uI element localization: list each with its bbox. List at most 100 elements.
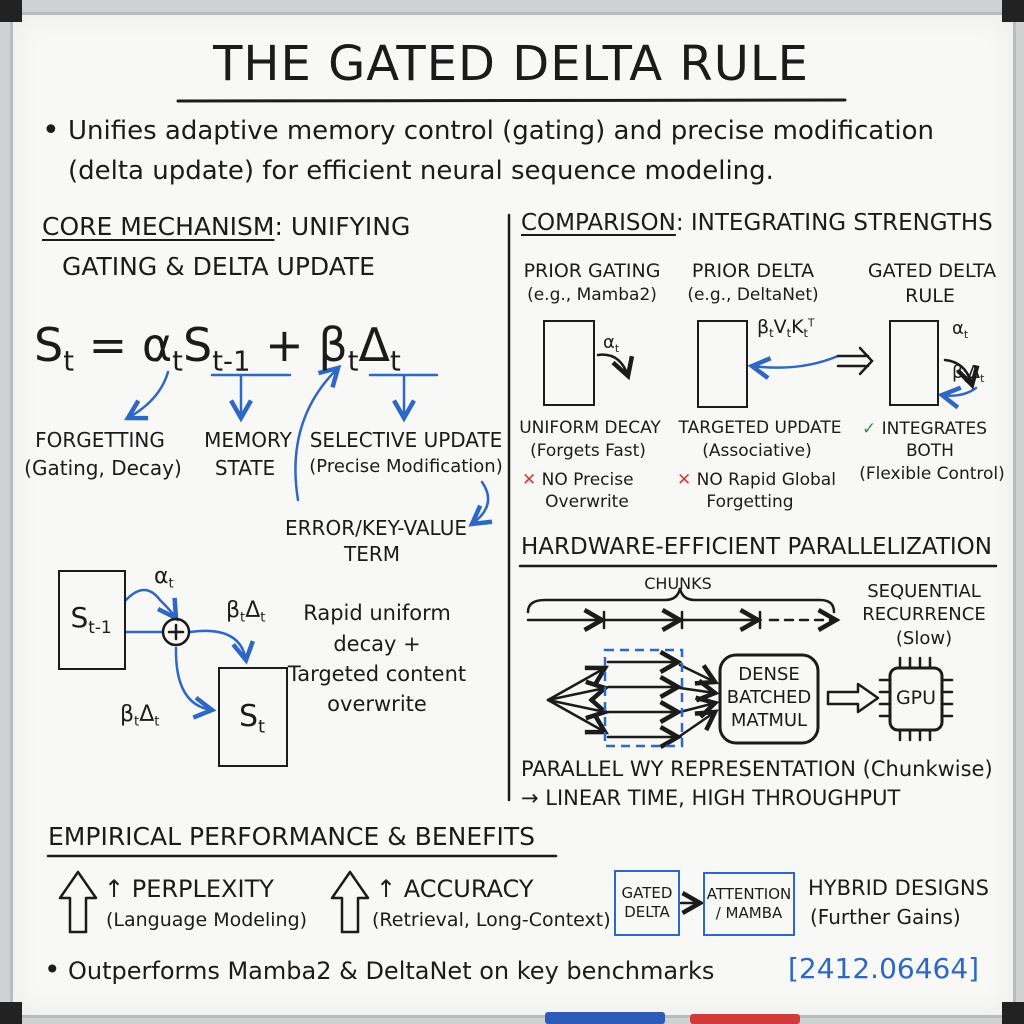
red-marker[interactable]: [690, 1014, 800, 1024]
sequential-label: (Slow): [895, 628, 953, 649]
col-delta-property-sub: (Associative): [702, 441, 812, 461]
col-delta-note: ✕ NO Rapid Global: [677, 472, 836, 489]
core-heading-line-2: GATING & DELTA UPDATE: [62, 252, 375, 281]
title-underline: [176, 98, 847, 103]
hybrid-label: HYBRID DESIGNS: [808, 876, 989, 900]
gpu-chip: [888, 666, 944, 732]
eq-delta: Δt: [358, 318, 401, 378]
gated-delta-equation: St = αtSt-1 + βtΔt: [34, 322, 401, 375]
label-selective-sub: (Precise Modification): [309, 456, 503, 477]
caption-line: decay +: [333, 632, 421, 656]
diagram-alpha: αt: [154, 564, 174, 592]
comparison-heading-main: COMPARISON: [521, 210, 676, 236]
footer-bullet: •: [44, 953, 61, 986]
col-gating-subtitle: (e.g., Mamba2): [527, 285, 657, 305]
caption-line: Targeted content: [287, 662, 467, 686]
perplexity-sub: (Language Modeling): [106, 909, 308, 931]
label-forgetting: FORGETTING: [35, 428, 165, 452]
board-corner: [1002, 0, 1024, 22]
linear-time: → LINEAR TIME, HIGH THROUGHPUT: [521, 786, 901, 810]
eq-plus: +: [265, 318, 304, 372]
intro-line-1: Unifies adaptive memory control (gating)…: [68, 116, 935, 146]
label-error-term: ERROR/KEY-VALUE: [285, 516, 467, 540]
col-delta-note-2: Forgetting: [706, 492, 794, 512]
note-text: NO Precise: [541, 470, 634, 490]
implies-symbol: ⟹: [0, 0, 1, 1]
sequential-label: SEQUENTIAL: [867, 581, 981, 602]
col-gated-note: (Flexible Control): [859, 464, 1005, 484]
hollow-arrow: [826, 682, 880, 714]
core-heading-main: CORE MECHANISM: [42, 212, 275, 241]
eq-state-prev: St-1: [182, 318, 251, 378]
comparison-heading: COMPARISON: INTEGRATING STRENGTHS: [521, 212, 993, 235]
eq-equals: =: [88, 318, 128, 372]
check-icon: ✓: [862, 419, 877, 439]
matmul-label: MATMUL: [730, 710, 808, 731]
gpu-label: GPU: [895, 687, 937, 709]
col-gated-property-sub: BOTH: [906, 441, 954, 461]
attention-mamba-box: ATTENTION/ MAMBA: [703, 872, 795, 936]
col-gating-note: ✕ NO Precise: [522, 472, 634, 489]
cross-icon: ✕: [522, 470, 537, 490]
state-new-label: St: [238, 699, 266, 738]
state-prev-label: St-1: [70, 601, 112, 637]
sum-node: [161, 617, 191, 647]
arxiv-reference[interactable]: [2412.06464]: [788, 952, 980, 985]
col-gated-title: GATED DELTA: [867, 260, 997, 282]
intro-line-2: (delta update) for efficient neural sequ…: [68, 156, 774, 186]
col-delta-title: PRIOR DELTA: [691, 260, 815, 282]
col-gating-note-2: Overwrite: [545, 492, 629, 512]
perplexity-label: ↑ PERPLEXITY: [104, 875, 274, 903]
core-heading: CORE MECHANISM: UNIFYING: [42, 214, 410, 239]
col-delta-subtitle: (e.g., DeltaNet): [687, 285, 819, 305]
diagram-beta-delta-top: βtΔt: [226, 598, 266, 626]
delta-state-box: [697, 320, 748, 408]
box-text: DELTA: [624, 903, 670, 921]
gated-state-box: [889, 320, 939, 406]
board-corner: [0, 1002, 22, 1024]
label-selective: SELECTIVE UPDATE: [309, 428, 503, 452]
label-error-term-sub: TERM: [343, 542, 401, 566]
box-text: GATED: [621, 884, 673, 903]
state-new-box: [218, 667, 288, 767]
gating-state-box: [543, 320, 595, 406]
board-corner: [1002, 1002, 1024, 1024]
cross-icon: ✕: [677, 470, 692, 490]
box-text: ATTENTION: [706, 885, 792, 904]
col-gating-property-sub: (Forgets Fast): [530, 441, 646, 461]
modification-arrow: [468, 480, 493, 527]
label-memory: MEMORY: [204, 428, 292, 452]
label-memory-sub: STATE: [214, 456, 276, 480]
chunks-brace: [526, 587, 836, 614]
blue-marker[interactable]: [545, 1012, 665, 1024]
label-forgetting-sub: (Gating, Decay): [24, 456, 182, 480]
up-arrow-perplexity: [58, 870, 98, 934]
bullet: •: [42, 113, 60, 148]
state-prev-box: [58, 570, 126, 670]
comparison-heading-rest: : INTEGRATING STRENGTHS: [675, 210, 993, 236]
col-gating-property: UNIFORM DECAY: [519, 418, 661, 438]
whiteboard: [10, 12, 1016, 1018]
caption-line: Rapid uniform: [303, 601, 451, 625]
diagram-beta-delta-bottom: βtΔt: [120, 702, 160, 730]
col-gating-title: PRIOR GATING: [523, 260, 661, 282]
caption-line: overwrite: [327, 692, 427, 716]
matmul-box: [718, 653, 820, 745]
col-gated-subtitle: RULE: [905, 285, 955, 307]
page-title: THE GATED DELTA RULE: [213, 36, 809, 92]
property-text: INTEGRATES: [881, 419, 988, 439]
note-text: NO Rapid Global: [696, 470, 836, 490]
col-delta-property: TARGETED UPDATE: [678, 418, 842, 438]
wy-representation: PARALLEL WY REPRESENTATION (Chunkwise): [521, 757, 993, 781]
forgetting-arrow: [124, 370, 170, 421]
eq-alpha: αt: [141, 318, 183, 378]
up-arrow-accuracy: [330, 870, 370, 934]
matmul-label: DENSE: [738, 664, 800, 685]
gating-alpha: αt: [603, 332, 620, 355]
chunk-selection: [603, 648, 684, 748]
footer-text: Outperforms Mamba2 & DeltaNet on key ben…: [68, 957, 715, 985]
error-term-arrow: [294, 364, 342, 502]
matmul-label: BATCHED: [726, 687, 812, 708]
